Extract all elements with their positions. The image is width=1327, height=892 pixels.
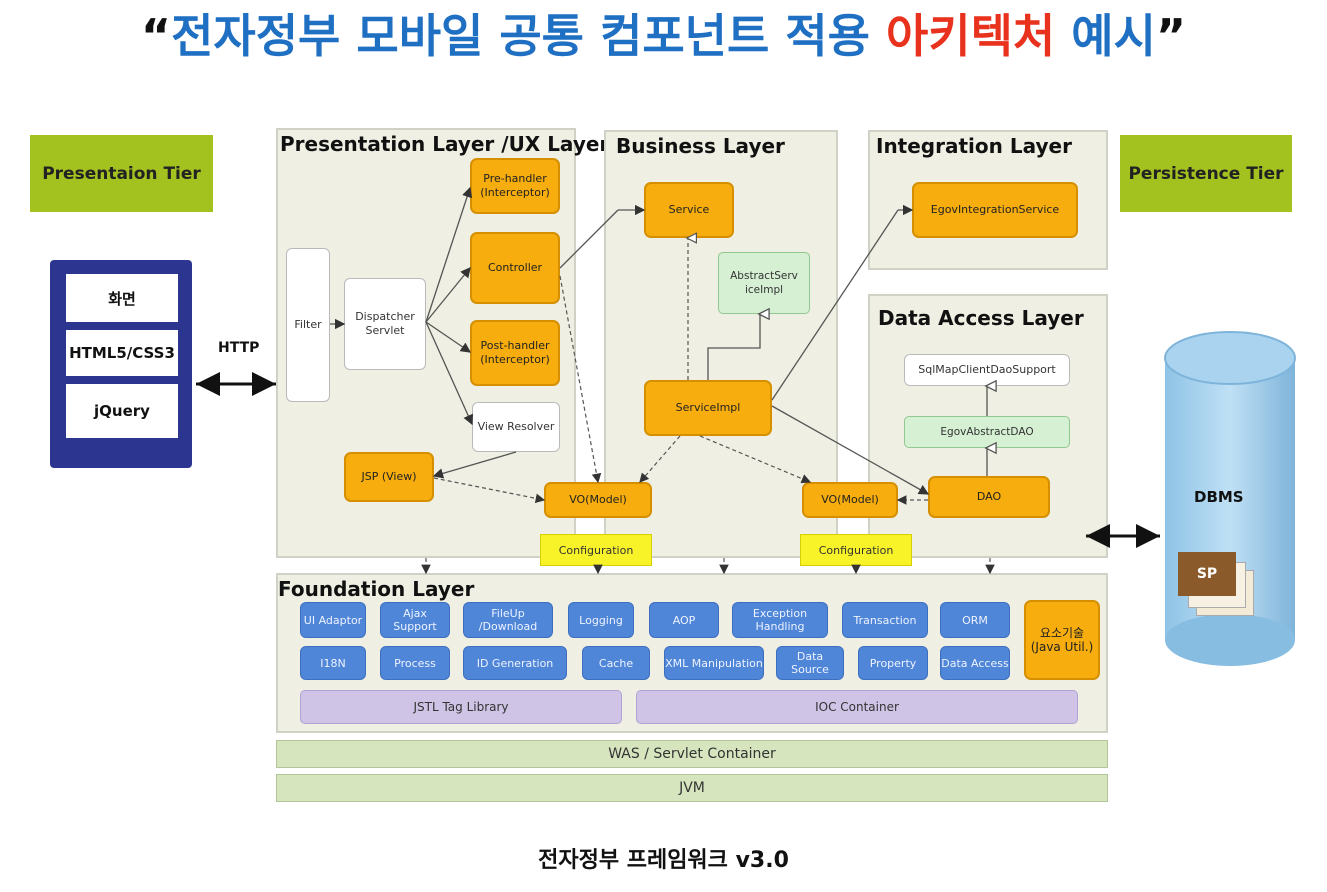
foundation-ui-adaptor: UI Adaptor: [300, 602, 366, 638]
vo-model-left: VO(Model): [544, 482, 652, 518]
sp-box: SP: [1178, 552, 1236, 596]
foundation-property: Property: [858, 646, 928, 680]
close-quote: ”: [1155, 9, 1187, 63]
title-main: 전자정부 모바일 공통 컴포넌트 적용: [171, 9, 886, 63]
pre-handler-box: Pre-handler (Interceptor): [470, 158, 560, 214]
foundation-fileup-download: FileUp /Download: [463, 602, 553, 638]
configuration-right: Configuration: [800, 534, 912, 566]
foundation-aop: AOP: [649, 602, 719, 638]
integration-layer-title: Integration Layer: [876, 134, 1072, 158]
dashed-connectors: [421, 238, 995, 575]
foundation-data-access: Data Access: [940, 646, 1010, 680]
configuration-left: Configuration: [540, 534, 652, 566]
jsp-view-box: JSP (View): [344, 452, 434, 502]
ioc-container: IOC Container: [636, 690, 1078, 724]
foundation-orm: ORM: [940, 602, 1010, 638]
foundation-logging: Logging: [568, 602, 634, 638]
client-item-jquery: jQuery: [66, 384, 178, 438]
client-item-screen: 화면: [66, 274, 178, 322]
vo-model-right: VO(Model): [802, 482, 898, 518]
jstl-tag-library: JSTL Tag Library: [300, 690, 622, 724]
controller-box: Controller: [470, 232, 560, 304]
service-impl-box: ServiceImpl: [644, 380, 772, 436]
dbms-label: DBMS: [1194, 488, 1244, 506]
dispatcher-servlet-box: Dispatcher Servlet: [344, 278, 426, 370]
post-handler-box: Post-handler (Interceptor): [470, 320, 560, 386]
foundation-process: Process: [380, 646, 450, 680]
presentation-layer-title: Presentation Layer /UX Layer: [280, 132, 610, 156]
foundation-ajax-support: Ajax Support: [380, 602, 450, 638]
foundation-data-source: Data Source: [776, 646, 844, 680]
foundation-xml-manipulation: XML Manipulation: [664, 646, 764, 680]
figure-caption: 전자정부 프레임워크 v3.0: [538, 848, 789, 873]
filter-box: Filter: [286, 248, 330, 402]
foundation-element-tech: 요소기술 (Java Util.): [1024, 600, 1100, 680]
title-highlight: 아키텍처: [885, 9, 1056, 63]
view-resolver-box: View Resolver: [472, 402, 560, 452]
presentation-tier-label: Presentaion Tier: [30, 135, 213, 212]
title-tail: 예시: [1055, 9, 1156, 63]
foundation-exception-handling: Exception Handling: [732, 602, 828, 638]
foundation-layer-title: Foundation Layer: [278, 577, 475, 601]
persistence-tier-label: Persistence Tier: [1120, 135, 1292, 212]
page-title: “전자정부 모바일 공통 컴포넌트 적용 아키텍처 예시”: [0, 0, 1327, 80]
business-layer-title: Business Layer: [616, 134, 785, 158]
was-servlet-container: WAS / Servlet Container: [276, 740, 1108, 768]
jvm-strip: JVM: [276, 774, 1108, 802]
dao-box: DAO: [928, 476, 1050, 518]
foundation-i18n: I18N: [300, 646, 366, 680]
http-label: HTTP: [218, 340, 260, 356]
foundation-transaction: Transaction: [842, 602, 928, 638]
integration-service-box: EgovIntegrationService: [912, 182, 1078, 238]
data-access-layer-title: Data Access Layer: [878, 306, 1084, 330]
foundation-id-generation: ID Generation: [463, 646, 567, 680]
open-quote: “: [140, 9, 172, 63]
solid-connectors: [330, 186, 987, 495]
foundation-cache: Cache: [582, 646, 650, 680]
client-item-html5: HTML5/CSS3: [66, 330, 178, 376]
